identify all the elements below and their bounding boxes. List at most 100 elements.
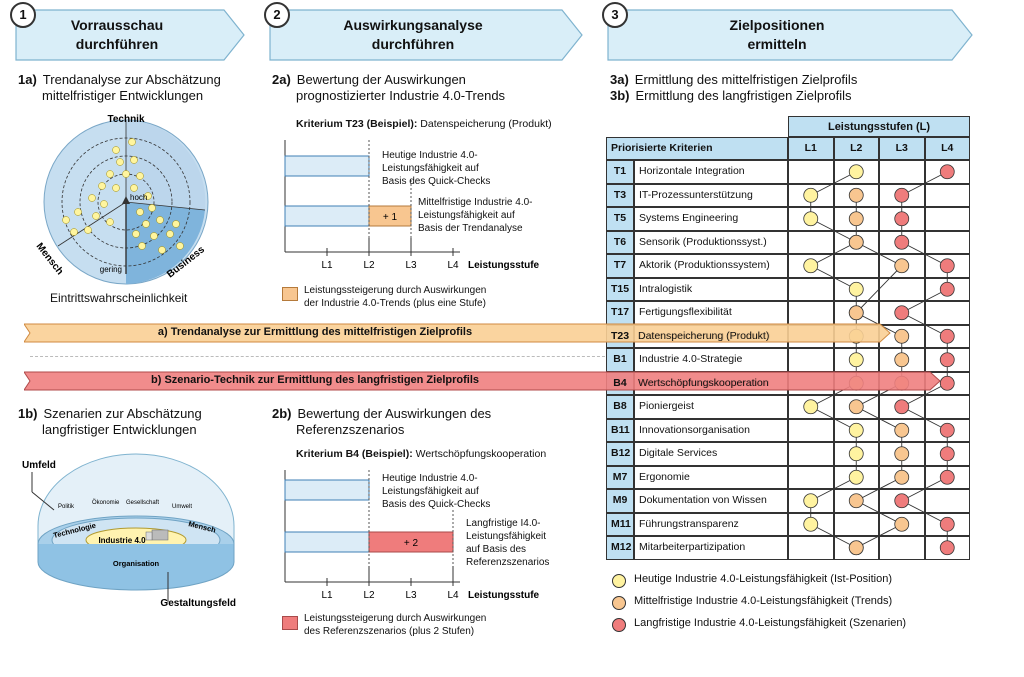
midterm-profile-dot xyxy=(894,328,910,344)
criterion-2a-bold: Kriterium T23 (Beispiel): xyxy=(296,118,418,130)
longterm-profile-dot xyxy=(939,516,955,532)
subsection-1a-line2: mittelfristiger Entwicklungen xyxy=(42,88,204,103)
current-profile-dot xyxy=(803,258,819,274)
midterm-profile-line xyxy=(856,476,902,502)
bar-2a-2-label: Mittelfristige Industrie 4.0-Leistungsfä… xyxy=(418,196,533,235)
matrix-row-name: IT-Prozessunterstützung xyxy=(634,183,788,207)
criterion-2a-rest: Datenspeicherung (Produkt) xyxy=(417,118,552,130)
band-b-label: b) Szenario-Technik zur Ermittlung des l… xyxy=(151,374,479,386)
step-2-title-line2: durchführen xyxy=(371,36,455,52)
longterm-profile-line xyxy=(901,241,948,267)
midterm-profile-dot xyxy=(894,516,910,532)
plus-two-label: + 2 xyxy=(404,538,419,549)
midterm-profile-dot xyxy=(848,234,864,250)
matrix-row-id: M7 xyxy=(606,465,634,489)
subsection-3a-heading: 3a)Ermittlung des mittelfristigen Zielpr… xyxy=(610,72,857,88)
current-profile-dot xyxy=(803,211,819,227)
matrix-row-name: Aktorik (Produktionssystem) xyxy=(634,254,788,278)
axis-2a-l4: L4 xyxy=(447,260,459,271)
trend-radar: Technik Mensch Business hoch gering xyxy=(34,114,209,285)
current-profile-dot xyxy=(803,399,819,415)
matrix-level-header-l2: L2 xyxy=(833,137,879,160)
subsection-3b-id: 3b) xyxy=(610,88,630,103)
midterm-profile-dot xyxy=(894,469,910,485)
matrix-level-cell xyxy=(879,160,925,184)
current-profile-dot xyxy=(848,352,864,368)
legend-2a-line: Leistungssteigerung durch Auswirkungen xyxy=(304,285,487,296)
matrix-group-header: Leistungsstufen (L) xyxy=(788,116,970,137)
matrix-row-id: B12 xyxy=(606,442,634,466)
radar-caption: Eintrittswahrscheinlichkeit xyxy=(50,291,188,305)
band-a-label: a) Trendanalyse zur Ermittlung des mitte… xyxy=(157,326,473,338)
subsection-2b-line2: Referenzszenarios xyxy=(296,422,405,437)
matrix-level-cell xyxy=(833,254,879,278)
scenario-dome: Umfeld Politik Ökonomie Gesellschaft Umw… xyxy=(22,453,236,608)
bar-2a-1-line: Basis des Quick-Checks xyxy=(382,176,491,187)
current-profile-line xyxy=(810,523,857,549)
dome-label-gestaltungsfeld: Gestaltungsfeld xyxy=(160,598,236,608)
matrix-row-name: Sensorik (Produktionssyst.) xyxy=(634,230,788,254)
midterm-profile-dot xyxy=(894,422,910,438)
matrix-level-cell xyxy=(924,489,970,513)
criterion-2a: Kriterium T23 (Beispiel): Datenspeicheru… xyxy=(296,118,552,131)
radar-label-technik: Technik xyxy=(107,114,144,125)
axis-2b-l3: L3 xyxy=(405,590,417,601)
matrix-row-id: M12 xyxy=(606,536,634,560)
dome-label-politik: Politik xyxy=(58,504,75,510)
matrix-level-header-l1: L1 xyxy=(788,137,834,160)
matrix-level-cell xyxy=(788,230,834,254)
longterm-profile-dot xyxy=(939,375,955,391)
matrix-row-name: Industrie 4.0-Strategie xyxy=(634,348,788,372)
matrix-level-cell xyxy=(788,442,834,466)
longterm-profile-dot xyxy=(939,446,955,462)
current-profile-dot xyxy=(848,164,864,180)
longterm-profile-dot xyxy=(894,211,910,227)
matrix-level-cell xyxy=(788,348,834,372)
matrix-row-name: Dokumentation von Wissen xyxy=(634,489,788,513)
current-profile-dot xyxy=(803,187,819,203)
subsection-1a-id: 1a) xyxy=(18,72,37,87)
matrix-row-id: T15 xyxy=(606,277,634,301)
matrix-level-cell xyxy=(788,418,834,442)
current-profile-line xyxy=(810,476,857,502)
matrix-row-name: Mitarbeiterpartizipation xyxy=(634,536,788,560)
dome-label-organisation: Organisation xyxy=(113,559,160,568)
step-1-title-line2: durchführen xyxy=(75,36,159,52)
radar-label-high: hoch xyxy=(130,193,147,202)
matrix-level-cell xyxy=(788,160,834,184)
criteria-matrix: Leistungsstufen (L) Priorisierte Kriteri… xyxy=(606,116,970,560)
subsection-1a-heading: 1a)Trendanalyse zur Abschätzung mittelfr… xyxy=(18,72,221,104)
midterm-profile-line xyxy=(856,523,902,549)
bar-2b-1-label: Heutige Industrie 4.0-Leistungsfähigkeit… xyxy=(382,472,490,511)
longterm-profile-dot xyxy=(939,328,955,344)
longterm-profile-dot xyxy=(939,164,955,180)
legend-2a-swatch xyxy=(282,287,298,301)
longterm-profile-dot xyxy=(939,258,955,274)
subsection-3a-text: Ermittlung des mittelfristigen Zielprofi… xyxy=(634,72,858,87)
longterm-profile-line xyxy=(901,382,948,408)
midterm-profile-dot xyxy=(848,211,864,227)
subsection-2b-heading: 2b)Bewertung der Auswirkungen des Refere… xyxy=(272,406,491,438)
longterm-profile-dot xyxy=(894,399,910,415)
step-1-number: 1 xyxy=(10,2,36,28)
longterm-profile-line xyxy=(901,406,948,431)
subsection-2a-id: 2a) xyxy=(272,72,291,87)
matrix-level-cell xyxy=(788,277,834,301)
legend-2b-line: Leistungssteigerung durch Auswirkungen xyxy=(304,613,487,624)
matrix-level-header-l4: L4 xyxy=(924,137,970,160)
bar-2b-2-line: Leistungsfähigkeit xyxy=(466,531,547,542)
longterm-profile-line xyxy=(901,476,948,502)
midterm-profile-dot xyxy=(848,493,864,509)
matrix-row-name: Systems Engineering xyxy=(634,207,788,231)
band-a-arrow xyxy=(24,323,891,343)
longterm-profile-line xyxy=(901,312,948,337)
axis-2b-l1: L1 xyxy=(321,590,333,601)
subsection-1b-heading: 1b)Szenarien zur Abschätzung langfristig… xyxy=(18,406,202,438)
current-profile-line xyxy=(810,218,857,243)
current-profile-dot xyxy=(803,516,819,532)
longterm-profile-line xyxy=(901,171,948,196)
